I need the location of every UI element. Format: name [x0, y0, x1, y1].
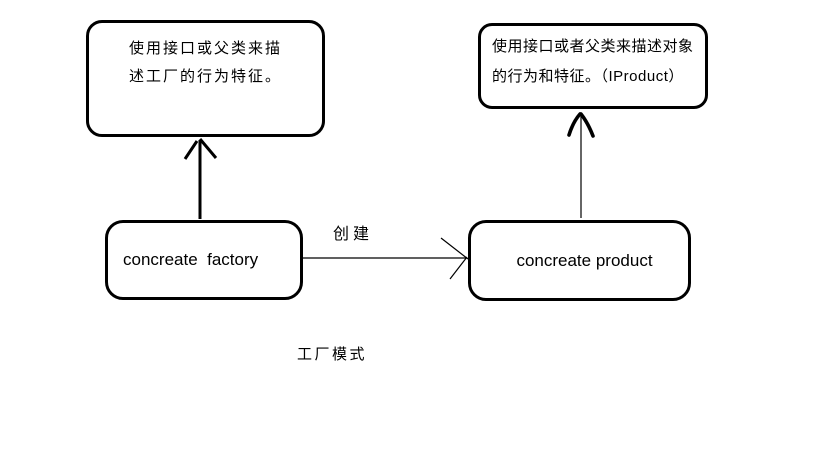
node-text-line: 述工厂的行为特征。: [129, 68, 283, 85]
edge-label-create: 创建: [333, 226, 374, 243]
node-text-line: 的行为和特征。（IProduct）: [492, 68, 684, 85]
diagram-title: 工厂模式: [297, 346, 368, 363]
node-label: concreate factory: [123, 250, 259, 269]
node-concrete-product: concreate product: [468, 220, 691, 301]
generalization-arrow-product: [567, 112, 595, 218]
node-factory-abstraction: 使用接口或父类来描 述工厂的行为特征。: [86, 20, 325, 137]
node-text-line: 使用接口或父类来描: [129, 40, 283, 57]
node-product-abstraction: 使用接口或者父类来描述对象 的行为和特征。（IProduct）: [478, 23, 708, 109]
node-text-line: 使用接口或者父类来描述对象: [492, 38, 694, 55]
generalization-arrow-factory: [183, 138, 218, 219]
create-arrow: [303, 237, 469, 280]
node-concrete-factory: concreate factory: [105, 220, 303, 300]
node-label: concreate product: [516, 250, 653, 270]
